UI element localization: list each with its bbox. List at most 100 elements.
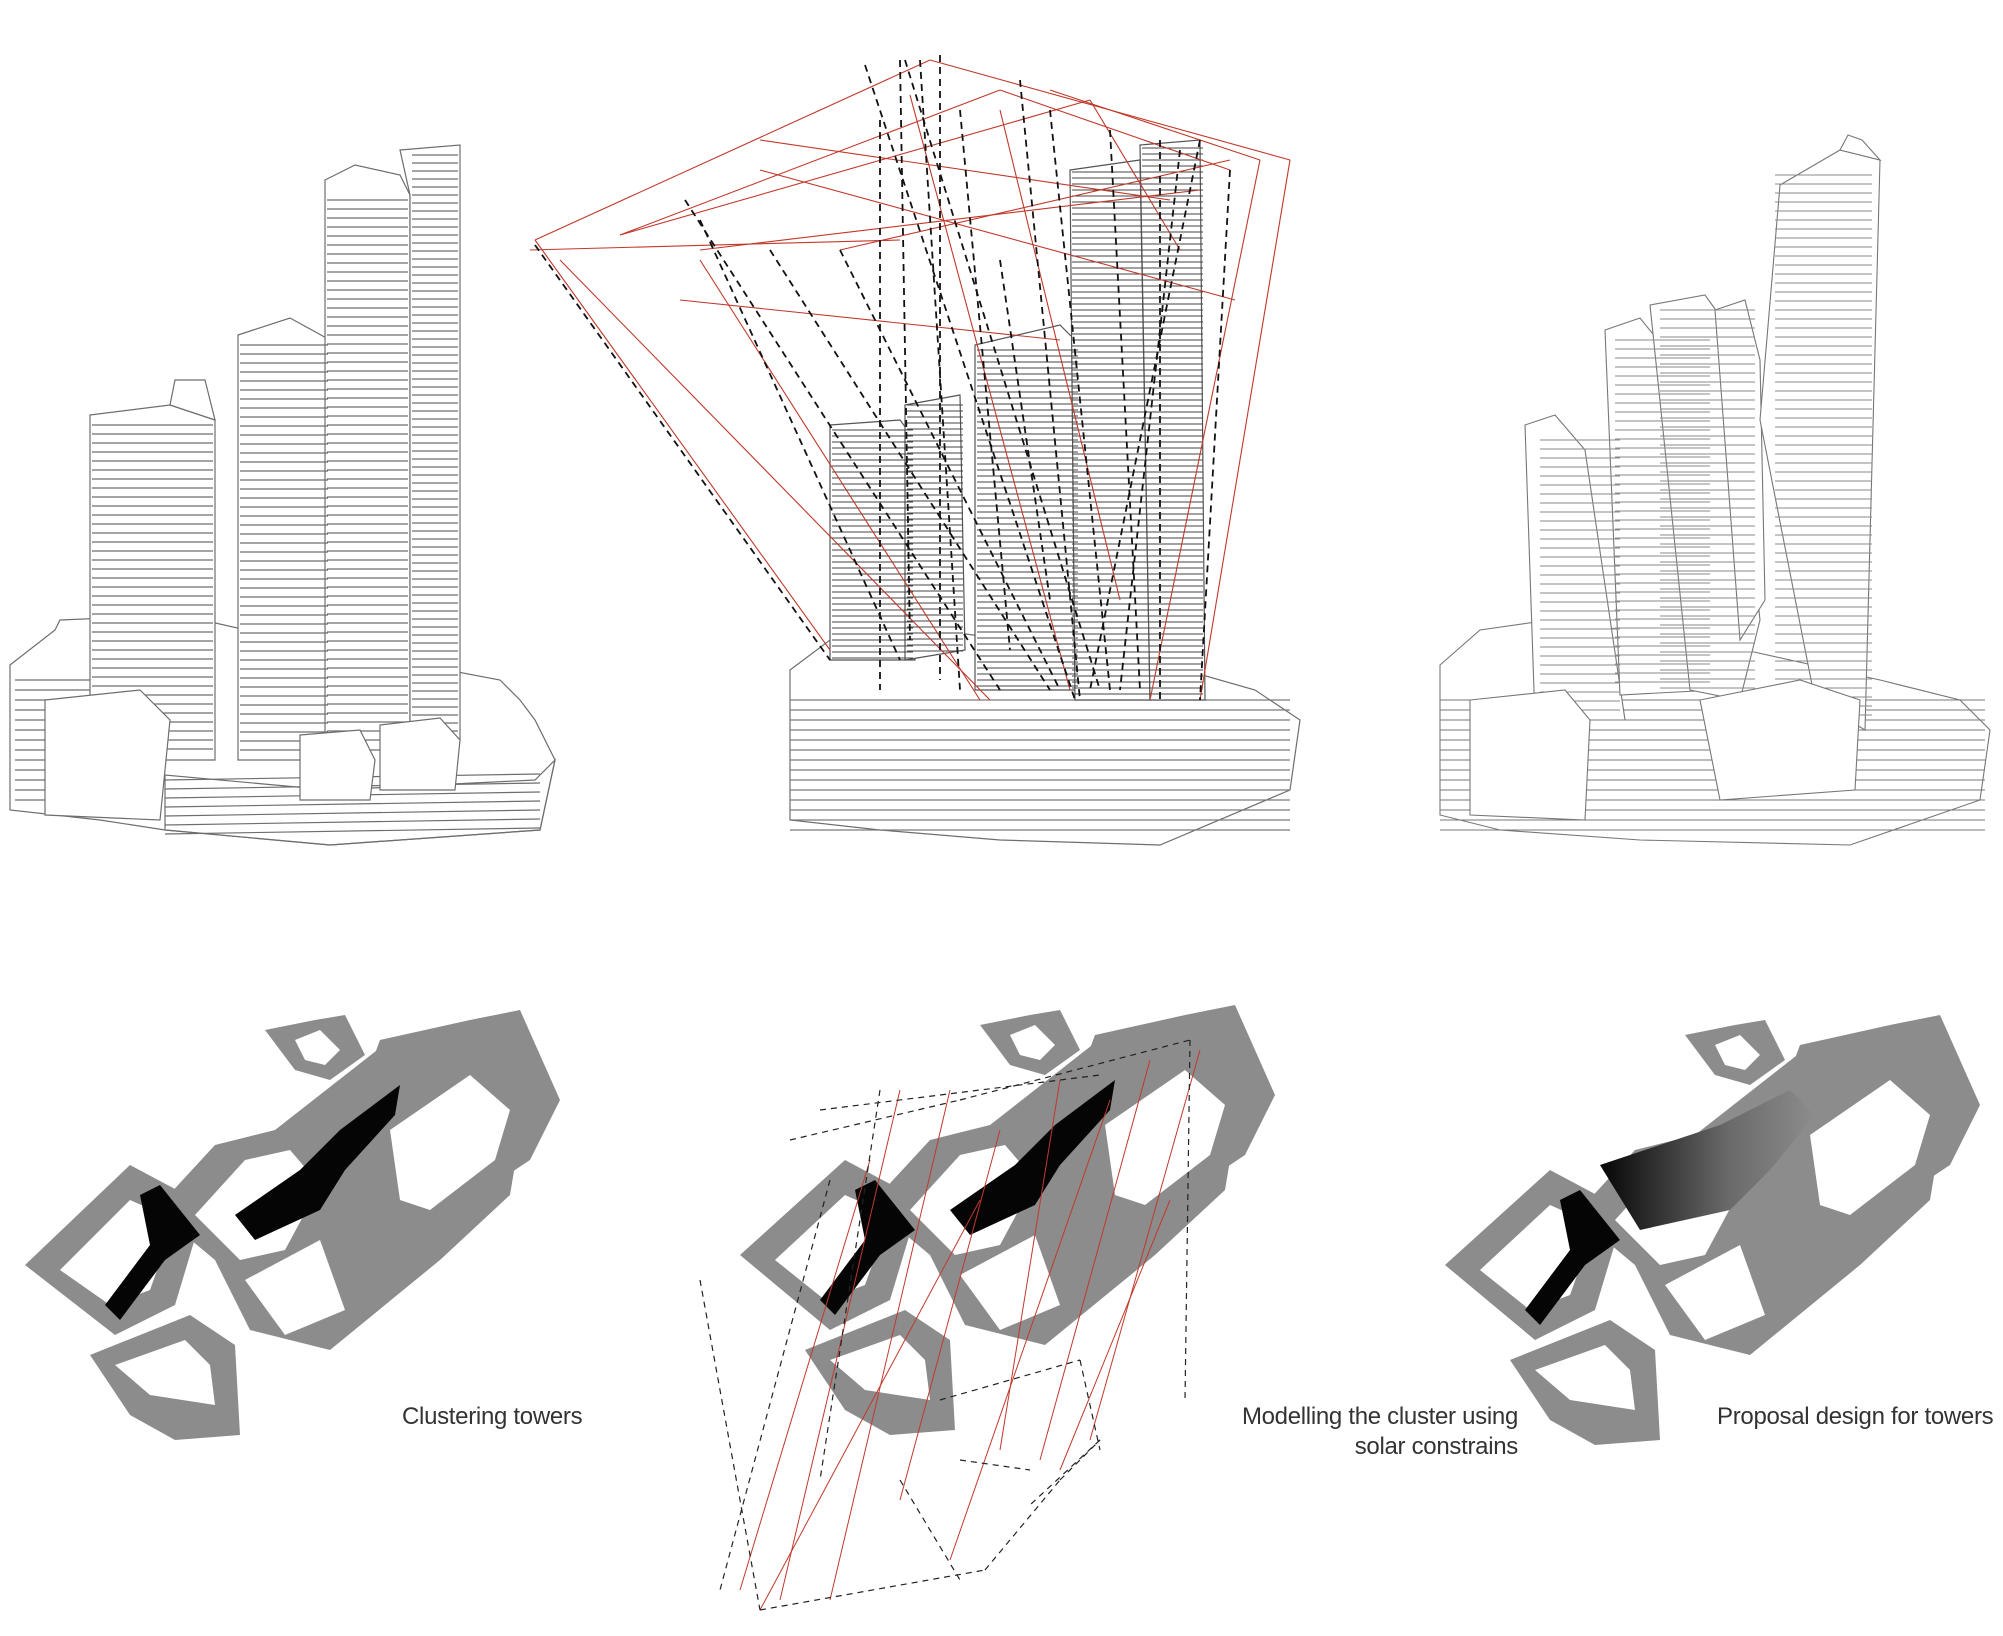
plan-small-void bbox=[1010, 1025, 1055, 1060]
solar-ray-line bbox=[684, 199, 1001, 691]
red-envelope-line bbox=[1149, 159, 1261, 701]
plan-red-line bbox=[739, 1159, 871, 1591]
plan-void-lowleft bbox=[115, 1340, 215, 1405]
red-envelope-line bbox=[909, 94, 1071, 691]
solar-ray-line bbox=[1109, 129, 1141, 691]
plan-void-lowleft bbox=[1535, 1345, 1635, 1410]
plan-red-line bbox=[1039, 1059, 1151, 1461]
plan-void-centre-lower bbox=[960, 1235, 1060, 1330]
podium-line bbox=[164, 800, 541, 808]
plan-solar-red-lines bbox=[739, 1049, 1201, 1611]
plan-dashed-line bbox=[959, 1039, 1191, 1101]
plan-dashed-line bbox=[1059, 1439, 1101, 1481]
plan-void-centre-lower bbox=[1665, 1245, 1765, 1340]
plan-void-lowleft bbox=[830, 1335, 930, 1400]
low-block-left bbox=[1469, 689, 1591, 821]
solar-ray-line bbox=[899, 59, 911, 641]
low-block-centre bbox=[1699, 679, 1861, 801]
solar-ray-line bbox=[864, 64, 1076, 701]
low-block-b bbox=[299, 729, 376, 801]
modelling-plan bbox=[699, 1005, 1275, 1611]
plan-dashed-line bbox=[699, 1279, 761, 1611]
tower-floor-lines bbox=[1540, 174, 1872, 716]
red-envelope-line bbox=[759, 169, 1236, 301]
caption-modelling-cluster: Modelling the cluster using solar constr… bbox=[1242, 1402, 1518, 1462]
podium-base bbox=[164, 758, 557, 846]
tower-mid bbox=[237, 317, 331, 761]
plan-dashed-line bbox=[939, 1359, 1081, 1401]
solar-ray-line bbox=[769, 249, 1051, 691]
red-envelope-line bbox=[529, 239, 901, 251]
solar-ray-line bbox=[959, 109, 1011, 651]
red-envelope-line bbox=[534, 239, 831, 651]
red-envelope-line bbox=[839, 159, 1231, 251]
plan-red-line bbox=[1089, 1049, 1201, 1441]
red-envelope-line bbox=[699, 259, 981, 701]
plan-void-right bbox=[390, 1075, 510, 1210]
red-envelope-line bbox=[1199, 159, 1291, 701]
solar-ray-line bbox=[1089, 139, 1201, 691]
plan-dashed-line bbox=[789, 1099, 961, 1141]
plan-solar-dashed-lines bbox=[699, 1039, 1191, 1611]
plan-dashed-line bbox=[959, 1459, 1031, 1471]
caption-proposal-design: Proposal design for towers bbox=[1717, 1403, 1994, 1430]
low-block-a bbox=[44, 689, 171, 821]
plan-core-black-centre bbox=[950, 1080, 1115, 1235]
plan-small-void bbox=[295, 1030, 340, 1065]
tall-tower-top bbox=[1839, 134, 1882, 161]
plan-red-line bbox=[1059, 1199, 1171, 1471]
plan-core-black-left bbox=[105, 1185, 200, 1320]
caption-clustering-towers: Clustering towers bbox=[402, 1403, 583, 1430]
solar-ray-dashed-lines bbox=[534, 55, 1231, 701]
existing-towers-axonometric bbox=[9, 144, 557, 846]
hatched-floor-lines bbox=[832, 147, 1203, 695]
proposal-plan bbox=[1445, 1015, 1980, 1445]
solar-ray-line bbox=[839, 249, 1061, 691]
solar-ray-line bbox=[1199, 169, 1231, 701]
red-envelope-line bbox=[1049, 89, 1261, 161]
red-envelope-line bbox=[534, 59, 931, 241]
solar-ray-line bbox=[1019, 79, 1081, 701]
proposal-towers-axonometric bbox=[1439, 134, 1991, 846]
red-envelope-line bbox=[999, 89, 1231, 171]
plan-void-right bbox=[1105, 1070, 1225, 1205]
slim-tower-left bbox=[1524, 414, 1626, 721]
plan-red-line bbox=[759, 1199, 981, 1611]
caption-modelling-line2: solar constrains bbox=[1354, 1433, 1519, 1460]
solar-ray-line bbox=[919, 59, 961, 691]
plan-red-line bbox=[779, 1089, 901, 1601]
solar-modelling-axonometric bbox=[529, 55, 1301, 846]
podium-line bbox=[164, 809, 541, 817]
plan-dashed-line bbox=[1079, 1359, 1101, 1451]
solar-ray-line bbox=[699, 219, 901, 661]
solar-ray-line bbox=[1119, 149, 1181, 691]
plan-dashed-line bbox=[1184, 1039, 1191, 1401]
tower-left-cap bbox=[169, 379, 216, 421]
plan-dashed-line bbox=[899, 1479, 961, 1581]
plan-red-line bbox=[949, 1099, 1111, 1561]
plan-dashed-line bbox=[1029, 1439, 1101, 1506]
plan-dashed-line bbox=[984, 1479, 1061, 1571]
red-envelope-line bbox=[699, 189, 1201, 251]
plan-core-gradient-centre bbox=[1600, 1090, 1815, 1230]
clustering-plan bbox=[25, 1010, 560, 1440]
plan-red-line bbox=[829, 1089, 951, 1601]
plan-core-black-left bbox=[820, 1180, 915, 1315]
plan-dashed-line bbox=[759, 1569, 986, 1611]
plan-small-void bbox=[1715, 1035, 1760, 1070]
solar-ray-line bbox=[1049, 109, 1111, 691]
tower-tall-left bbox=[324, 164, 411, 751]
red-envelope-line bbox=[619, 89, 1001, 236]
plan-dashed-line bbox=[719, 1179, 831, 1591]
podium-floor-lines bbox=[790, 699, 1290, 831]
plan-dashed-line bbox=[819, 1074, 1101, 1111]
solar-ray-line bbox=[904, 59, 1101, 691]
plan-void-centre-lower bbox=[245, 1240, 345, 1335]
twisted-tower-centre bbox=[1714, 299, 1766, 642]
podium-line bbox=[164, 827, 541, 835]
hatched-tower-a bbox=[829, 419, 916, 661]
solar-ray-line bbox=[999, 259, 1051, 601]
tower-floor-lines bbox=[92, 154, 458, 751]
